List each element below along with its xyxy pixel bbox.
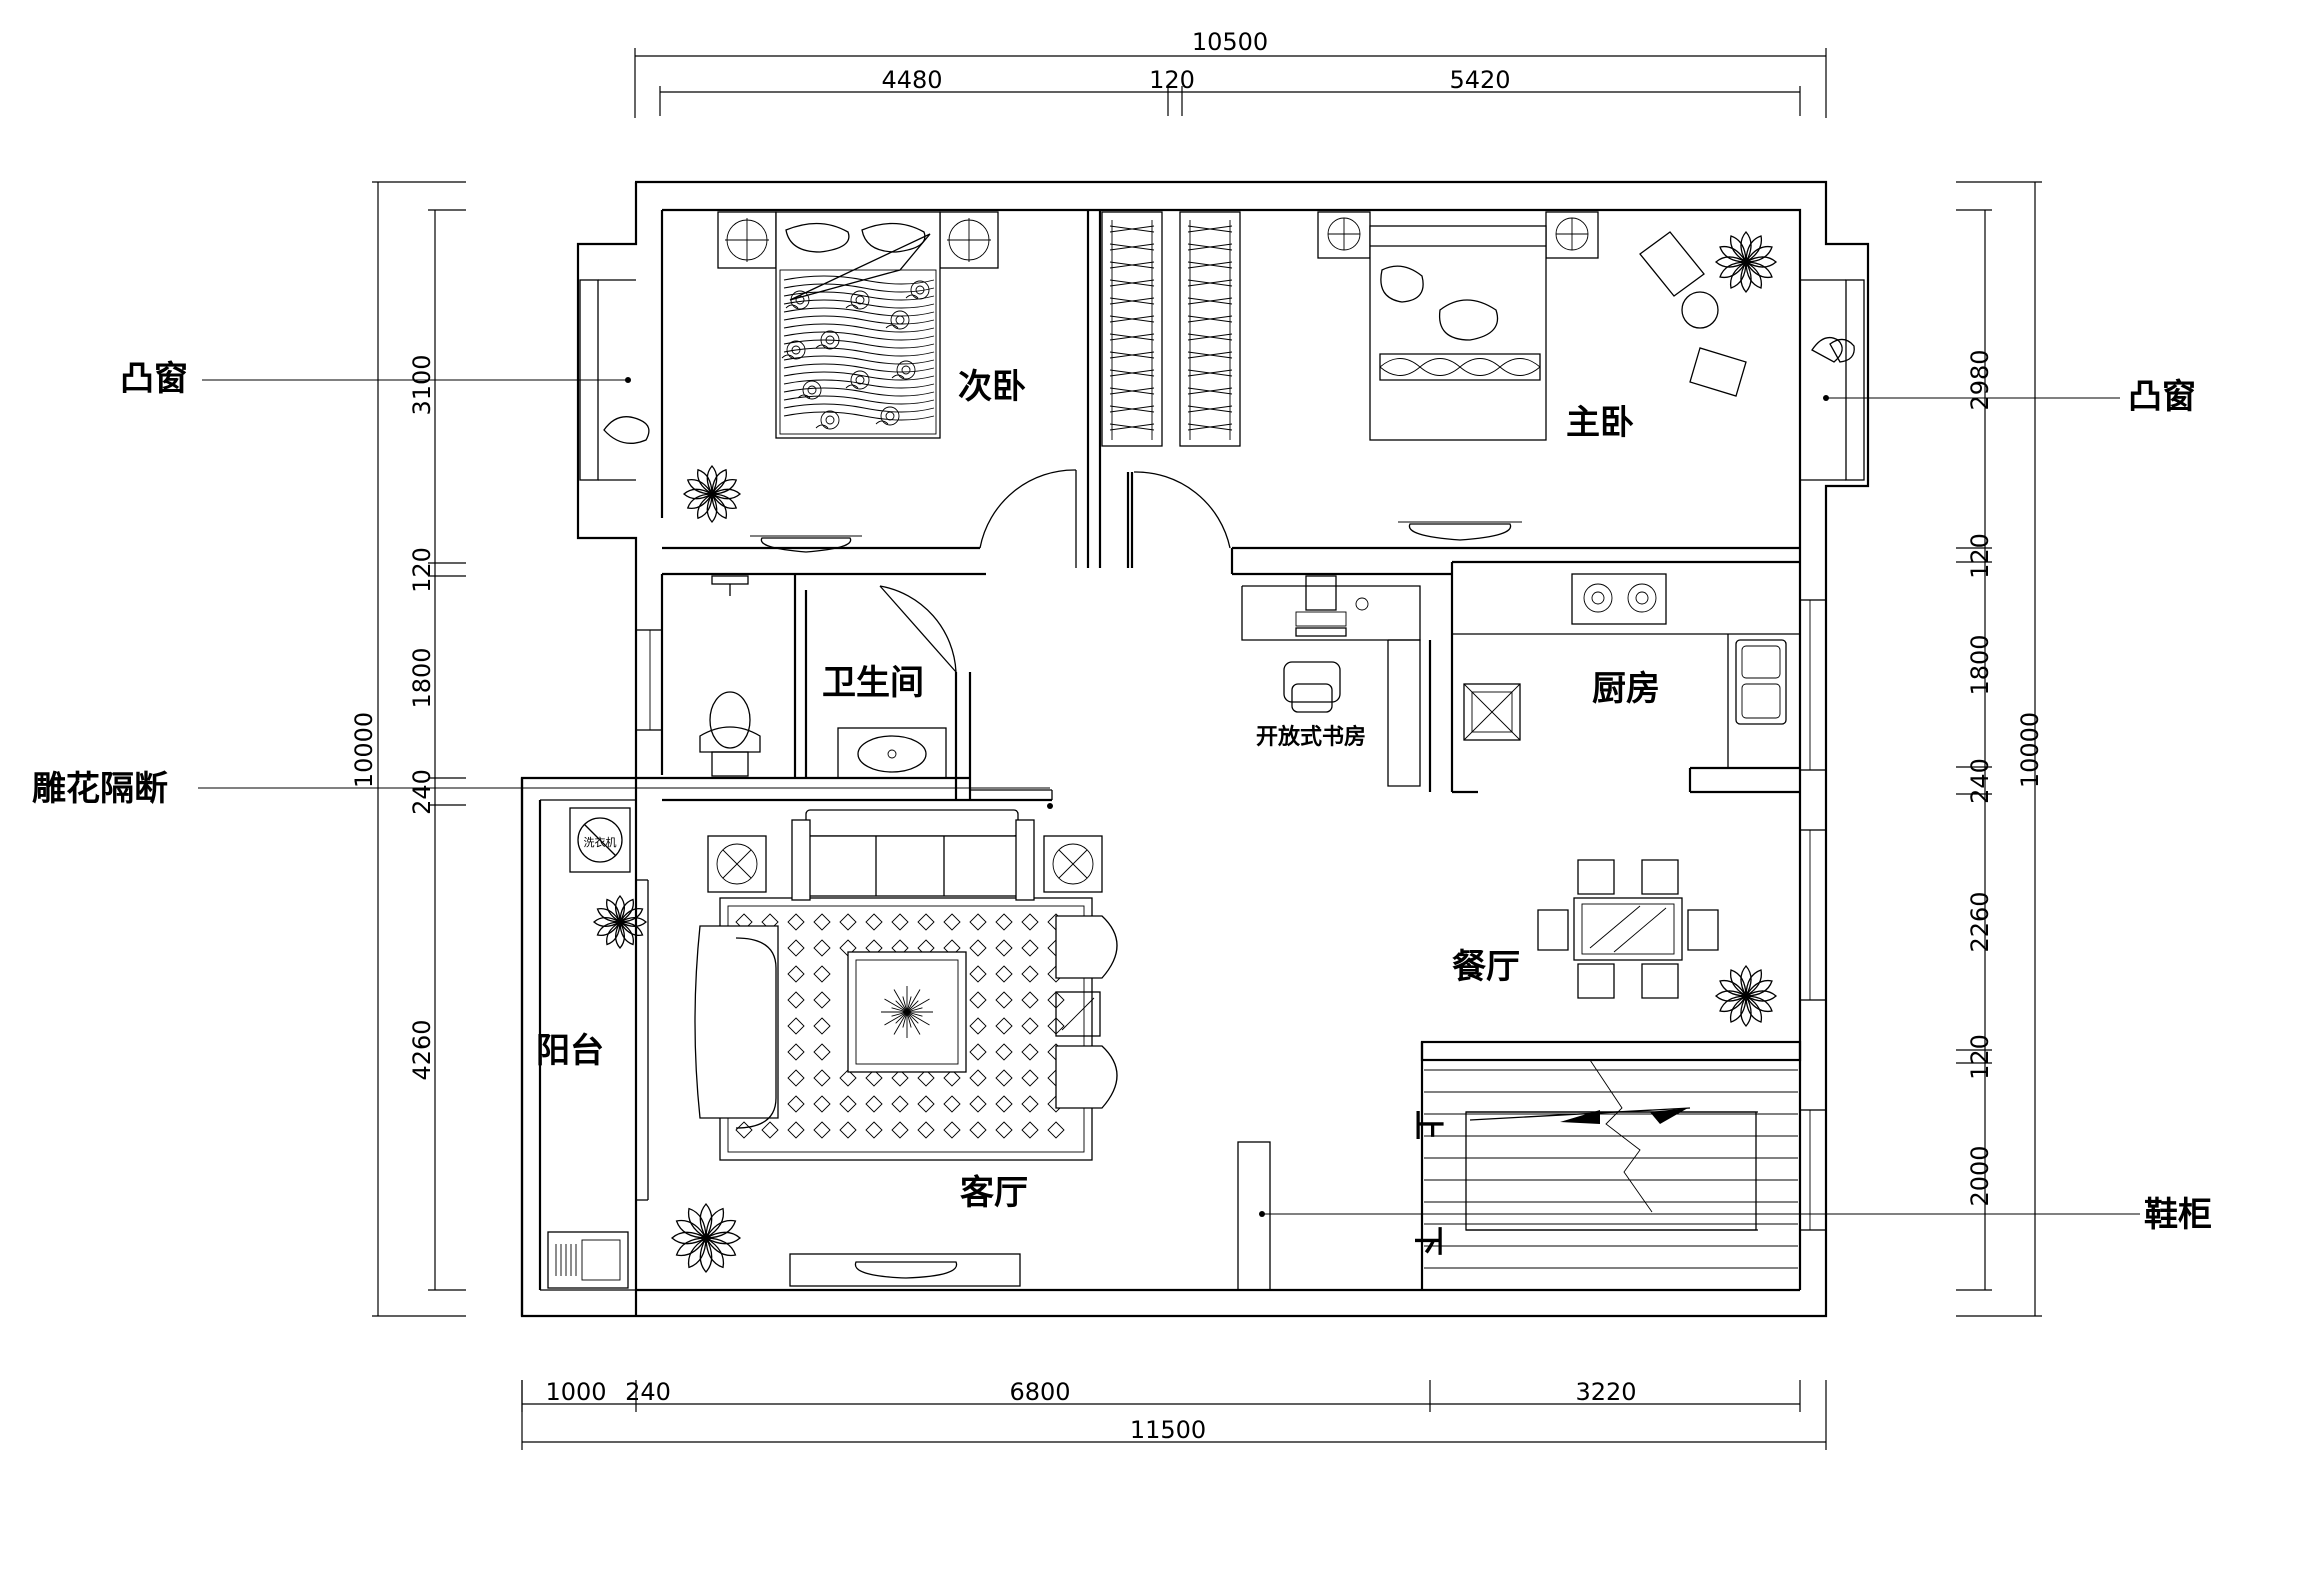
dim-right-2: 120 xyxy=(1966,533,1994,579)
room-label-living: 客厅 xyxy=(960,1173,1028,1213)
dim-left-1: 3100 xyxy=(408,354,436,415)
dim-left-2: 120 xyxy=(408,547,436,593)
dim-bottom-2: 240 xyxy=(625,1378,671,1406)
dim-bottom-total: 11500 xyxy=(1130,1416,1206,1444)
dim-left-total: 10000 xyxy=(350,712,378,788)
master-bedroom-decor xyxy=(1398,231,1855,541)
dim-bottom-3: 6800 xyxy=(1009,1378,1070,1406)
dim-bottom-4: 3220 xyxy=(1575,1378,1636,1406)
room-label-second-bedroom: 次卧 xyxy=(958,367,1026,407)
living-room-furniture: 洗衣机 xyxy=(547,807,1118,1289)
dim-right-6: 120 xyxy=(1966,1034,1994,1080)
dim-right-total: 10000 xyxy=(2016,712,2044,788)
dim-right-7: 2000 xyxy=(1966,1145,1994,1206)
dim-top-mid: 120 xyxy=(1149,66,1195,94)
dim-right-3: 1800 xyxy=(1966,634,1994,695)
dim-bottom-1: 1000 xyxy=(545,1378,606,1406)
wardrobes xyxy=(1101,211,1241,447)
walls xyxy=(520,180,1870,1318)
doors xyxy=(879,469,1231,800)
kitchen-fixtures xyxy=(1452,573,1800,768)
callout-carved-partition: 雕花隔断 xyxy=(32,769,168,809)
dim-left-4: 240 xyxy=(408,769,436,815)
study-furniture xyxy=(1283,575,1369,713)
dim-top-total: 10500 xyxy=(1192,28,1268,56)
dim-right-4: 240 xyxy=(1966,758,1994,804)
dim-top-right: 5420 xyxy=(1449,66,1510,94)
stairs-down-label: 下 xyxy=(1410,1226,1445,1256)
stairs-up-label: 上 xyxy=(1410,1110,1445,1140)
callout-shoe-cabinet: 鞋柜 xyxy=(2144,1195,2212,1235)
callout-bay-window-right: 凸窗 xyxy=(2128,377,2196,417)
staircase xyxy=(1424,1059,1798,1269)
dim-right-1: 2980 xyxy=(1966,349,1994,410)
callout-leaders xyxy=(198,377,2140,1217)
room-label-bathroom: 卫生间 xyxy=(822,663,924,703)
dining-set xyxy=(1537,859,1777,1027)
dim-left-3: 1800 xyxy=(408,647,436,708)
second-bedroom-bed xyxy=(717,211,999,439)
room-label-balcony: 阳台 xyxy=(536,1031,604,1071)
washer-label: 洗衣机 xyxy=(584,835,617,849)
dim-left-5: 4260 xyxy=(408,1019,436,1080)
room-label-kitchen: 厨房 xyxy=(1592,669,1660,709)
room-label-open-study: 开放式书房 xyxy=(1256,724,1366,750)
dimension-lines xyxy=(372,48,2042,1450)
bathroom-fixtures xyxy=(699,575,947,779)
second-bedroom-decor xyxy=(603,416,862,553)
room-label-master-bedroom: 主卧 xyxy=(1566,403,1634,443)
dim-top-left: 4480 xyxy=(881,66,942,94)
dim-right-5: 2260 xyxy=(1966,891,1994,952)
room-label-dining: 餐厅 xyxy=(1452,947,1520,987)
callout-bay-window-left: 凸窗 xyxy=(120,359,188,399)
master-bedroom-bed xyxy=(1317,211,1599,441)
